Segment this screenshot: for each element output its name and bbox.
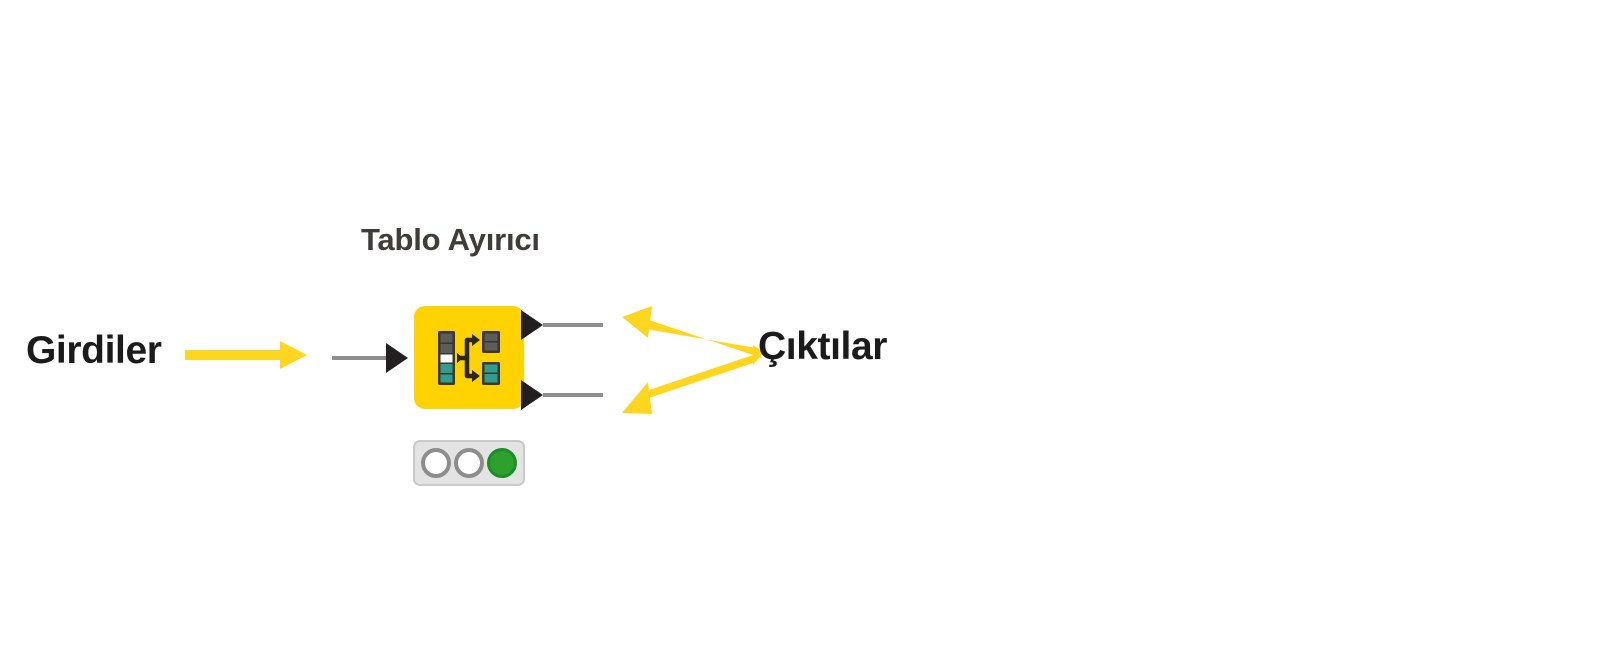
- status-lamp-idle: [420, 448, 451, 478]
- output-table-top-glyph: [482, 330, 500, 353]
- source-table-glyph: [438, 330, 455, 385]
- table-splitter-icon: [438, 330, 500, 385]
- output-port-2-line: [543, 393, 603, 397]
- input-annotation-arrow: [185, 341, 307, 369]
- inputs-label: Girdiler: [26, 329, 162, 372]
- node-status-traffic-light: [413, 440, 525, 486]
- input-port-line: [332, 356, 388, 360]
- output-port-1-line: [543, 323, 603, 327]
- outputs-label: Çıktılar: [758, 325, 888, 368]
- status-lamp-executed: [487, 448, 518, 478]
- output-annotation-arrow: [622, 306, 764, 414]
- node-tablo-ayirici[interactable]: [414, 306, 524, 409]
- output-port-1[interactable]: [521, 310, 543, 340]
- output-table-bottom-glyph: [482, 361, 500, 385]
- status-lamp-configured: [453, 448, 484, 478]
- node-title: Tablo Ayırıcı: [361, 222, 540, 257]
- split-bracket-arrowheads: [457, 333, 480, 382]
- input-port-1[interactable]: [386, 343, 408, 373]
- output-port-2[interactable]: [521, 380, 543, 410]
- split-bracket-glyph: [458, 337, 477, 378]
